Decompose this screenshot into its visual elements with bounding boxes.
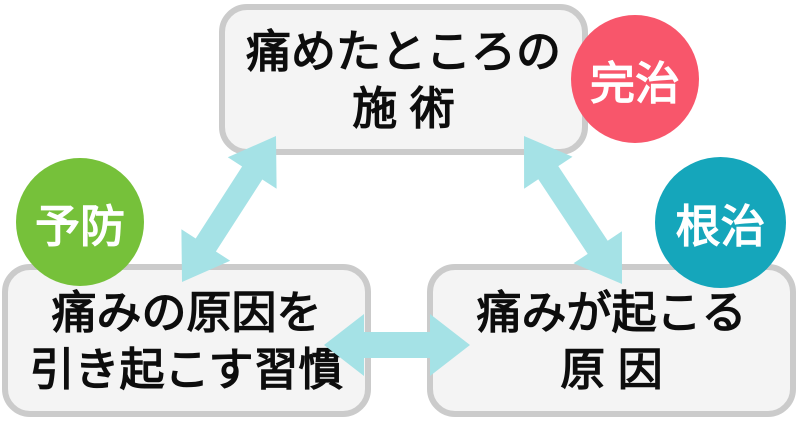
badge-complete-cure: 完治 — [571, 15, 699, 143]
node-cause: 痛みが起こる 原 因 — [427, 264, 796, 417]
node-treatment: 痛めたところの 施 術 — [219, 4, 588, 155]
badge-radical-cure: 根治 — [655, 157, 786, 288]
node-habits-line1: 痛みの原因を — [51, 286, 322, 338]
double-arrow-treatment-cause-icon — [524, 136, 622, 284]
double-arrow-treatment-habits-icon — [181, 136, 277, 282]
badge-prevention-label: 予防 — [34, 200, 125, 252]
node-cause-line1: 痛みが起こる — [476, 286, 747, 338]
node-treatment-line2: 施 術 — [352, 82, 455, 134]
badge-prevention: 予防 — [16, 158, 144, 286]
badge-complete-cure-label: 完治 — [589, 57, 680, 109]
node-habits: 痛みの原因を 引き起こす習慣 — [2, 264, 371, 417]
node-treatment-line1: 痛めたところの — [245, 25, 561, 77]
node-habits-line2: 引き起こす習慣 — [29, 343, 344, 395]
node-cause-line2: 原 因 — [560, 343, 663, 395]
badge-radical-cure-label: 根治 — [675, 201, 766, 252]
